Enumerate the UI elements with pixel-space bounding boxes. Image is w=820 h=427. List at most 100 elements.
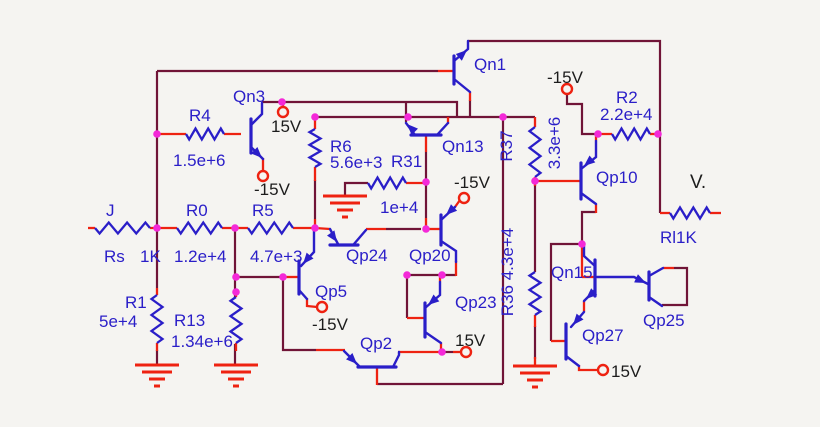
resistor-R37 [527, 126, 543, 178]
label-R6: R6 [330, 137, 352, 156]
label-1K: 1K [140, 247, 161, 266]
label-1.34e+6: 1.34e+6 [171, 332, 233, 351]
transistor-Qp25-top-lead [647, 266, 665, 278]
junction-dot [531, 177, 539, 185]
label-15V: 15V [271, 117, 302, 136]
label-1.5e+6: 1.5e+6 [173, 151, 225, 170]
label-Qp10: Qp10 [596, 168, 638, 187]
junction-dot [153, 130, 161, 138]
transistor-Qp23-emitter [423, 280, 442, 310]
label-Qn3: Qn3 [233, 87, 265, 106]
junction-dot [311, 224, 319, 232]
label--15V: -15V [454, 173, 491, 192]
label-Qp25: Qp25 [643, 311, 685, 330]
label-R31: R31 [391, 152, 422, 171]
junction-dot [422, 178, 430, 186]
resistor-R6 [307, 128, 323, 168]
transistor-Qp10-emitter [579, 139, 598, 171]
Qp2-arrow [346, 353, 357, 364]
label-15V: 15V [455, 331, 486, 350]
label-Qn1: Qn1 [474, 55, 506, 74]
label-V.: V. [690, 172, 706, 193]
terminal-m15V-qn3 [256, 169, 270, 183]
terminal-m15V-qp5 [315, 300, 329, 314]
label-3.3e+6: 3.3e+6 [545, 117, 564, 169]
junction-dot [232, 273, 240, 281]
wire [281, 277, 316, 352]
label-J: J [106, 201, 115, 220]
terminal-m15V-top [560, 82, 574, 96]
terminal-15V-qp27 [596, 363, 610, 377]
wire-pin-segment [577, 365, 597, 372]
junction-dot [231, 224, 239, 232]
Qp25-arrow [634, 274, 646, 283]
resistor-R1 [149, 294, 165, 344]
label-Rl1K: Rl1K [660, 228, 698, 247]
label--15V: -15V [312, 315, 349, 334]
junction-dot [232, 288, 240, 296]
junction-dot [594, 130, 602, 138]
label-Qp27: Qp27 [582, 326, 624, 345]
label-4.7e+3: 4.7e+3 [250, 247, 302, 266]
transistor-Qp23-collector [423, 330, 443, 345]
Qn1-arrow [455, 50, 467, 61]
label-R1: R1 [125, 293, 147, 312]
transistor-Qn15-collector [582, 244, 597, 268]
wire [468, 39, 662, 213]
junction-dot [311, 113, 319, 121]
label-Qp23: Qp23 [455, 293, 497, 312]
resistor-R2 [611, 126, 651, 142]
junction-dot [438, 348, 446, 356]
Qp24-arrow [327, 230, 337, 242]
junction-dot [404, 113, 412, 121]
label-Qn13: Qn13 [442, 137, 484, 156]
wire [549, 242, 582, 341]
wire [662, 266, 689, 307]
wire [580, 210, 596, 245]
junction-dot [578, 240, 586, 248]
Qn3-arrow [251, 147, 262, 158]
label-Qp24: Qp24 [346, 246, 388, 265]
resistor-R4 [185, 126, 225, 142]
resistor-R5 [247, 220, 294, 236]
wire-pin-segment [305, 298, 318, 309]
label-5e+4: 5e+4 [99, 312, 137, 331]
label-Qp20: Qp20 [409, 246, 451, 265]
junction-dot [499, 113, 507, 121]
label-1e+4: 1e+4 [380, 198, 418, 217]
resistor-R31 [367, 175, 407, 191]
label-R5: R5 [252, 201, 274, 220]
label-R37: R37 [497, 130, 516, 161]
resistor-R13 [228, 296, 244, 344]
junction-dot [403, 271, 411, 279]
wire [565, 93, 595, 136]
transistor-Qp24-collector [352, 228, 368, 246]
wire [282, 100, 459, 117]
terminal-15V-qn3 [276, 105, 290, 119]
label-Qp5: Qp5 [315, 282, 347, 301]
Qp23-arrow [428, 294, 440, 305]
label-15V: 15V [611, 362, 642, 381]
label-R13: R13 [174, 311, 205, 330]
junction-dot [153, 224, 161, 232]
label-R4: R4 [189, 106, 211, 125]
transistor-Qp25-bottom-lead [647, 295, 664, 308]
Qp5-arrow [303, 252, 314, 264]
label-1.2e+4: 1.2e+4 [174, 247, 226, 266]
transistor-Qp10-collector [579, 191, 598, 206]
Qp27-arrow [573, 313, 584, 325]
junction-dot [279, 273, 287, 281]
resistor-Rl [669, 205, 711, 221]
resistor-Rs [94, 220, 151, 236]
Qn15-arrow [586, 288, 598, 299]
label-Rs: Rs [104, 247, 125, 266]
Qn13-arrow [407, 124, 418, 135]
resistor-R0 [176, 220, 223, 236]
junction-dot [422, 225, 430, 233]
transistor-Qp2-collector [391, 350, 401, 369]
junction-dot [438, 271, 446, 279]
label-Qp2: Qp2 [360, 334, 392, 353]
transistor-Qp20-collector [439, 239, 458, 264]
